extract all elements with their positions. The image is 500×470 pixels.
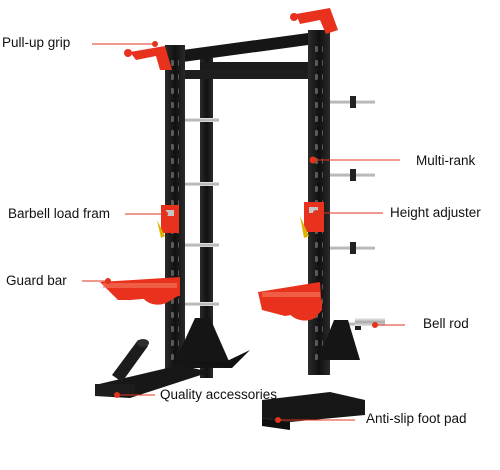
callout-lines — [82, 41, 405, 423]
bell-rod-shape — [355, 318, 385, 326]
j-hook-right — [300, 202, 324, 238]
callout-pull-up-grip: Pull-up grip — [2, 35, 71, 50]
dot-multi-rank — [309, 156, 317, 164]
dot-pull-up-grip — [152, 41, 158, 47]
base — [95, 318, 365, 430]
callout-guard-bar: Guard bar — [6, 273, 67, 288]
top-frame — [168, 30, 330, 79]
pull-up-grip-shape — [124, 8, 338, 70]
dot-anti-slip-foot-pad — [275, 417, 281, 423]
dot-barbell-load-frame — [162, 211, 168, 217]
callout-quality-accessories: Quality accessories — [160, 387, 278, 402]
guard-bar-left — [100, 277, 180, 305]
dot-bell-rod — [372, 322, 378, 328]
callout-anti-slip-foot-pad: Anti-slip foot pad — [366, 411, 467, 426]
storage-pegs-center — [183, 118, 219, 306]
callout-bell-rod: Bell rod — [423, 316, 469, 331]
guard-bar-right — [258, 282, 322, 321]
callout-multi-rank: Multi-rank — [416, 153, 476, 168]
callout-barbell-load-frame: Barbell load fram — [8, 206, 111, 221]
callout-height-adjuster: Height adjuster — [390, 205, 481, 220]
dot-guard-bar — [105, 278, 111, 284]
dot-height-adjuster — [313, 210, 319, 216]
dot-quality-accessories — [114, 392, 120, 398]
